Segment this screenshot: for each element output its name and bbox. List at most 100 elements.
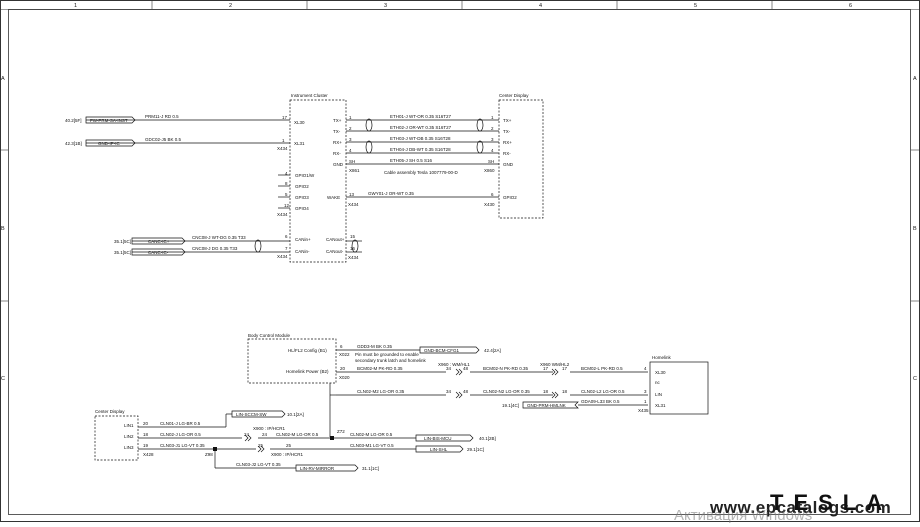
pin-name: CANout+ (326, 237, 345, 242)
page-ref: 31.1[1C] (362, 466, 379, 471)
pin-number: 19 (143, 443, 149, 448)
pin-number: 3 (491, 137, 494, 142)
pin-number: 5 (285, 192, 288, 197)
signal-tag: GND-PRM-HMLNK (527, 403, 566, 408)
page-ref: 19.1[4C] (502, 403, 519, 408)
pin-name: XL31 (655, 403, 666, 408)
inner-frame (8, 9, 911, 515)
pin-number: 25 (286, 443, 292, 448)
splice-z98 (213, 447, 217, 451)
col-label: 3 (384, 3, 387, 9)
pin-number: 8 (285, 181, 288, 186)
pin-name: CANin- (295, 249, 310, 254)
wire-label: ETH02-J OR-WT 0.35 S16T27 (390, 125, 452, 130)
page-ref: 42.4[2A] (484, 348, 501, 353)
pin-name: GPIO1/W (295, 173, 315, 178)
connector-label: X434 (277, 254, 288, 259)
wire-label: CLN02-M LG-OR 0.5 (350, 432, 393, 437)
row-label: B (913, 226, 917, 232)
supply-wires (85, 116, 290, 147)
pin-name: XL30 (294, 120, 305, 125)
pin-name: XL30 (655, 370, 666, 375)
bcm-box (247, 338, 337, 384)
pin-name: RX- (333, 151, 341, 156)
pin-name: GPIO4 (295, 206, 309, 211)
row-label: A (1, 76, 5, 82)
connector-label: X428 (143, 452, 154, 457)
wire-label: ETH01-J WT-OR 0.35 S16T27 (390, 114, 452, 119)
row-label: A (913, 76, 917, 82)
wire-label: CNC08-J WT-DG 0.35 T33 (192, 235, 246, 240)
wire-label: CLN03-M1 LG-VT 0.5 (350, 443, 394, 448)
pin-name: CANin+ (295, 237, 311, 242)
center-display-box (498, 99, 544, 219)
wire-label: ETH04-J DB-WT 0.35 S16T28 (390, 147, 451, 152)
connector-label: X434 (348, 202, 359, 207)
signal-tag: GND-IP-IC (98, 141, 120, 146)
tesla-logo: TESLA (770, 490, 893, 515)
pin-number: 25 (258, 443, 264, 448)
pin-name: RX+ (333, 140, 342, 145)
wire-label: BCM02-N PK-RD 0.35 (483, 366, 529, 371)
col-label: 5 (694, 3, 697, 9)
pin-name: LIN2 (124, 434, 134, 439)
pin-number: 1 (491, 115, 494, 120)
homelink-title: Homelink (652, 355, 672, 360)
pin-name: GPIO2 (503, 195, 517, 200)
connector-label: X900 : IP/HCR1 (253, 426, 286, 431)
pin-number: 2 (491, 126, 494, 131)
wire-label: CLN02-J LG-OR 0.5 (160, 432, 201, 437)
signal-tag: FW-PRM-SA-INST (90, 118, 128, 123)
pin-number: 1 (644, 399, 647, 404)
bcm-pin-label: HL/FL2 Config (B1) (288, 348, 327, 353)
col-label: 6 (849, 3, 852, 9)
row-label: C (1, 376, 5, 382)
col-label: 4 (539, 3, 542, 9)
can-wires (131, 237, 362, 256)
windows-activation-watermark: Активация Windows (674, 507, 813, 524)
connector-label: X861 (349, 168, 360, 173)
connector-label: X434 (277, 146, 288, 151)
connector-label: X434 (277, 212, 288, 217)
wire-label: GDC02-J5 BK 0.5 (145, 137, 182, 142)
splice-label: Z72 (337, 429, 345, 434)
pin-number: 1 (349, 115, 352, 120)
pin-number: 20 (143, 421, 149, 426)
wire-label: CLN02-N2 LG-OR 0.35 (483, 389, 530, 394)
pin-name: CANout- (326, 249, 344, 254)
connector-label: X020 (339, 375, 350, 380)
pin-name: RX+ (503, 140, 512, 145)
pin-name: LIN3 (124, 445, 134, 450)
pin-number: 6 (285, 234, 288, 239)
connector-label: X860 (484, 168, 495, 173)
center-display-title: Center Display (499, 93, 529, 98)
wire-label: BCM02-M PK-RD 0.35 (357, 366, 403, 371)
pin-number: 18 (143, 432, 149, 437)
pin-name: TX+ (333, 118, 342, 123)
pin-number: 16 (350, 246, 356, 251)
instrument-cluster-box (289, 99, 347, 263)
center-display-lin-title: Center Display (95, 409, 125, 414)
pin-number: 4 (349, 148, 352, 153)
column-labels: 1 2 3 4 5 6 (74, 3, 852, 9)
splice-z72 (330, 436, 334, 440)
pin-name: GPIO2 (295, 184, 309, 189)
pin-number: 34 (446, 366, 452, 371)
page-ref: 35.1[5C] (114, 250, 131, 255)
signal-tag: LIN-SCCM-SW (236, 412, 267, 417)
wire-label: GDD3-M BK 0.35 (357, 344, 393, 349)
pin-number: 18 (562, 389, 568, 394)
wire-label: PRM11-J RD 0.5 (145, 114, 179, 119)
pin-number: 3 (349, 137, 352, 142)
pin-name: LIN (655, 392, 662, 397)
instrument-cluster-title: Instrument Cluster (291, 93, 328, 98)
pin-name: GND (503, 162, 514, 167)
connector-label: X022 (339, 352, 350, 357)
pin-number: 13 (349, 192, 355, 197)
wire-label: GDA09-L33 BK 0.5 (581, 399, 620, 404)
splice-label: Z98 (205, 452, 213, 457)
col-label: 2 (229, 3, 232, 9)
pin-name: TX- (503, 129, 511, 134)
pin-number: 34 (446, 389, 452, 394)
